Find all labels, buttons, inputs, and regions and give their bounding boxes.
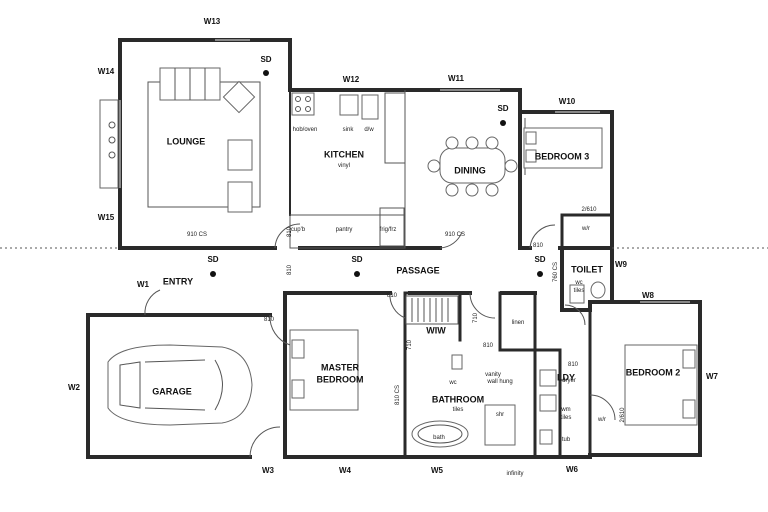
room-master-line1: MASTER xyxy=(321,362,359,373)
smoke-detector-label: SD xyxy=(351,255,363,264)
dimension-label: 760 CS xyxy=(553,261,559,283)
window-w13: W13 xyxy=(203,17,221,26)
room-garage: GARAGE xyxy=(152,386,192,397)
window-w10: W10 xyxy=(558,97,576,106)
smoke-detector-label: SD xyxy=(207,255,219,264)
window-w3: W3 xyxy=(262,466,274,475)
fixture-wardrobe-b3: w/r xyxy=(582,226,590,232)
fixture-laundry-tiles: tiles xyxy=(560,415,572,421)
fixture-toilet-tiles: tiles xyxy=(573,288,585,294)
lounge-furniture xyxy=(99,67,256,213)
fixture-dishwasher: d/w xyxy=(364,127,374,133)
fixture-dryer: dryer xyxy=(562,378,576,384)
window-w7: W7 xyxy=(706,372,718,381)
smoke-detector-label: SD xyxy=(534,255,546,264)
bathroom-floor-label: tiles xyxy=(452,407,464,413)
fixture-vanity: vanity xyxy=(485,372,501,378)
dimension-label: 2/610 xyxy=(581,207,597,213)
dimension-label: 810 xyxy=(287,226,293,238)
dimension-label: 710 xyxy=(407,339,413,351)
dimension-label: 810 xyxy=(567,362,579,368)
smoke-detector-label: SD xyxy=(260,55,272,64)
fixture-hob-oven: hob/oven xyxy=(292,127,318,133)
fixture-cupboard: cup'b xyxy=(290,227,306,233)
room-passage: PASSAGE xyxy=(396,265,440,276)
fixture-washing-machine: wm xyxy=(561,407,571,413)
window-w9: W9 xyxy=(615,260,627,269)
room-wiw: WIW xyxy=(426,325,446,336)
window-w15: W15 xyxy=(97,213,115,222)
fixture-infinity: infinity xyxy=(506,471,524,477)
room-dining: DINING xyxy=(454,165,486,176)
fixture-linen: linen xyxy=(511,320,525,326)
window-w8: W8 xyxy=(642,291,654,300)
window-w14: W14 xyxy=(97,67,115,76)
kitchen-fixtures xyxy=(291,92,406,247)
room-bedroom-2: BEDROOM 2 xyxy=(625,367,681,378)
dimension-label: 710 xyxy=(473,312,479,324)
bedroom3-bed xyxy=(523,127,603,169)
room-master-line2: BEDROOM xyxy=(316,374,364,385)
room-entry: ENTRY xyxy=(162,276,194,287)
fixture-shower: shr xyxy=(495,412,505,418)
room-bathroom: BATHROOM xyxy=(431,394,485,405)
dimension-label: 810 xyxy=(263,317,275,323)
window-w2: W2 xyxy=(68,383,80,392)
fixture-sink: sink xyxy=(342,127,354,133)
smoke-detector-symbols xyxy=(210,70,543,277)
toilet-fixtures xyxy=(569,281,606,304)
smoke-detector-label: SD xyxy=(497,104,509,113)
window-w5: W5 xyxy=(431,466,443,475)
room-toilet: TOILET xyxy=(571,264,603,275)
room-kitchen: KITCHEN xyxy=(324,149,364,160)
dimension-label: 810 CS xyxy=(395,384,401,406)
dimension-label: 810 xyxy=(287,264,293,276)
fixture-bath-wc: wc xyxy=(449,380,457,386)
interior-walls xyxy=(289,89,614,459)
fixture-fridge-freezer: frig/frz xyxy=(379,227,397,233)
dimension-label: 810 xyxy=(482,343,494,349)
master-bed xyxy=(289,329,359,411)
door-swings xyxy=(144,223,616,458)
window-w4: W4 xyxy=(339,466,351,475)
window-w11: W11 xyxy=(447,74,465,83)
dimension-label: 910 CS xyxy=(444,232,466,238)
dimension-label: 910 CS xyxy=(186,232,208,238)
wiw-shelving xyxy=(405,295,459,325)
bedroom2-bed xyxy=(624,344,698,426)
garage-car xyxy=(107,344,253,426)
dimension-label: 810 xyxy=(386,293,398,299)
kitchen-floor-label: vinyl xyxy=(337,163,351,169)
fixture-bath: bath xyxy=(433,435,445,441)
dining-table xyxy=(427,136,518,197)
room-bedroom-3: BEDROOM 3 xyxy=(534,151,590,162)
fixture-tub: tub xyxy=(561,437,571,443)
room-laundry: LDY xyxy=(557,372,575,383)
fixture-wall-hung: wall hung xyxy=(487,379,513,385)
bathroom-fixtures xyxy=(411,354,557,448)
fixture-pantry: pantry xyxy=(335,227,353,233)
window-markers xyxy=(119,39,690,303)
window-w12: W12 xyxy=(342,75,360,84)
room-lounge: LOUNGE xyxy=(166,136,206,147)
window-w6: W6 xyxy=(566,465,578,474)
fixture-toilet-wc: wc xyxy=(575,280,583,286)
fixture-wardrobe-b2: w/r xyxy=(598,417,606,423)
dimension-label: 810 xyxy=(532,243,544,249)
dimension-label: 2/610 xyxy=(620,407,626,423)
window-w1: W1 xyxy=(137,280,149,289)
